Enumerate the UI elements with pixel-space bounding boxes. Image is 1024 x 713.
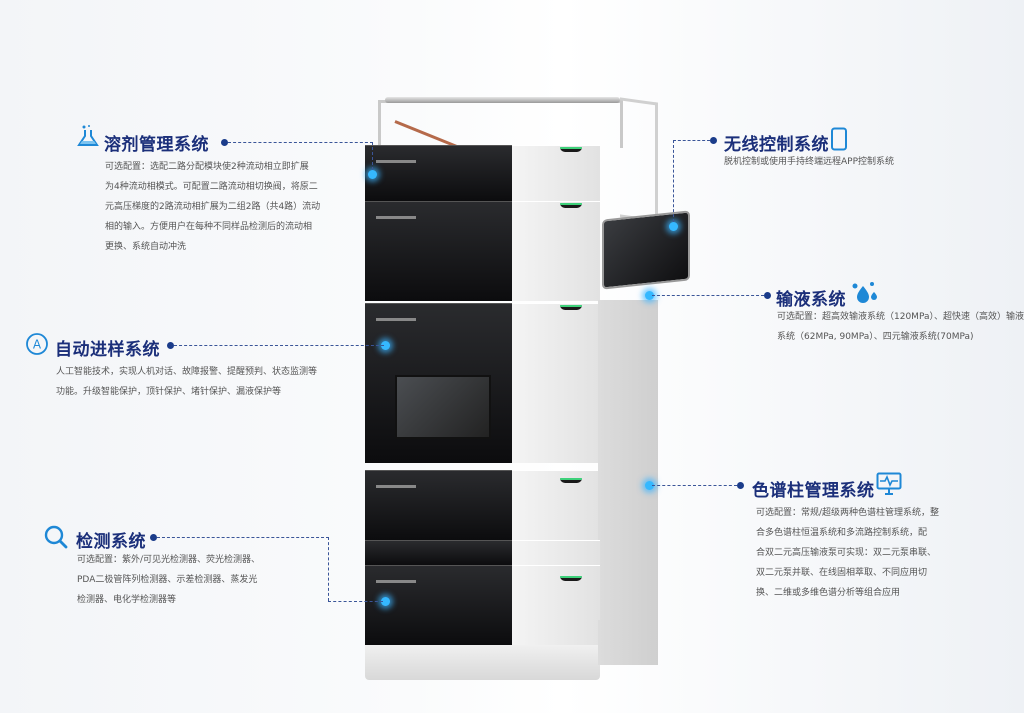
desc-line: 合多色谱柱恒温系统和多流路控制系统，配: [756, 528, 928, 538]
instrument-base: [365, 645, 600, 680]
desc-line: 换、二维或多维色谱分析等组合应用: [756, 588, 901, 598]
desc-line: 元高压梯度的2路流动相扩展为二组2路（共4路）流动: [105, 202, 321, 212]
connector-line: [174, 345, 384, 346]
indicator-led: [669, 222, 678, 231]
connector-line: [652, 485, 737, 486]
brand-logo: [376, 318, 416, 321]
autosampler-description: 人工智能技术，实现人机对话、故障报警、提醒预判、状态监测等 功能。升级智能保护，…: [56, 362, 317, 402]
brand-logo: [376, 216, 416, 219]
column-title: 色谱柱管理系统: [752, 481, 875, 501]
letter-a-icon: A: [25, 332, 49, 360]
desc-line: 功能。升级智能保护，顶针保护、堵针保护、漏液保护等: [56, 387, 282, 397]
desc-line: 合双二元高压输液泵可实现：双二元泵串联、: [756, 548, 937, 558]
monitor-pulse-icon: [876, 472, 902, 500]
svg-text:A: A: [33, 338, 42, 352]
wireless-description: 脱机控制或使用手持终端远程APP控制系统: [724, 152, 894, 172]
desc-line: 更换、系统自动冲洗: [105, 242, 187, 252]
indicator-led: [381, 341, 390, 350]
detection-title: 检测系统: [76, 532, 146, 552]
module-4-lower: [365, 540, 515, 565]
desc-line: PDA二极管阵列检测器、示差检测器、蒸发光: [77, 575, 258, 585]
desc-line: 双二元泵并联、在线固相萃取、不同应用切: [756, 568, 928, 578]
connector-line: [652, 295, 764, 296]
connector-line: [328, 537, 329, 601]
search-icon: [43, 524, 69, 554]
top-frame: [378, 100, 623, 148]
status-led: [560, 305, 582, 310]
solvent-description: 可选配置：选配二路分配模块使2种流动相立即扩展 为4种流动相模式。可配置二路流动…: [105, 157, 320, 257]
desc-line: 可选配置：超高效输液系统（120MPa）、超快速（高效）输液: [777, 312, 1024, 322]
solvent-title: 溶剂管理系统: [104, 135, 209, 155]
connector-line: [228, 142, 373, 143]
autosampler-title: 自动进样系统: [55, 340, 160, 360]
status-led: [560, 147, 582, 152]
connector-line: [372, 142, 373, 170]
module-1-side: [512, 145, 600, 201]
desc-line: 检测器、电化学检测器等: [77, 595, 177, 605]
flask-icon: [76, 124, 100, 152]
module-4-side: [512, 470, 600, 540]
pump-description: 可选配置：超高效输液系统（120MPa）、超快速（高效）输液 系统（62MPa,…: [777, 307, 1024, 347]
desc-line: 相的输入。方便用户在每种不同样品检测后的流动相: [105, 222, 313, 232]
connector-dot: [221, 139, 228, 146]
brand-logo: [376, 485, 416, 488]
connector-dot: [150, 534, 157, 541]
module-2-side: [512, 201, 600, 301]
module-5-side: [512, 565, 600, 645]
connector-dot: [737, 482, 744, 489]
frame-right: [620, 97, 658, 223]
desc-line: 脱机控制或使用手持终端远程APP控制系统: [724, 157, 895, 167]
desc-line: 可选配置：常规/超级两种色谱柱管理系统，整: [756, 508, 940, 518]
indicator-led: [381, 597, 390, 606]
connector-line: [328, 601, 383, 602]
wireless-title: 无线控制系统: [724, 135, 829, 155]
indicator-led: [645, 481, 654, 490]
module-3-panel: [598, 300, 658, 460]
pump-title: 输液系统: [776, 290, 846, 310]
connector-line: [673, 140, 710, 141]
desc-line: 为4种流动相模式。可配置二路流动相切换阀，将原二: [105, 182, 318, 192]
module-5-front: [365, 565, 515, 645]
base-side: [598, 620, 658, 665]
tablet-icon: [830, 127, 848, 155]
top-rail: [385, 97, 620, 103]
status-led: [560, 203, 582, 208]
indicator-led: [645, 291, 654, 300]
brand-logo: [376, 160, 416, 163]
connector-line: [157, 537, 329, 538]
detection-description: 可选配置：紫外/可见光检测器、荧光检测器、 PDA二极管阵列检测器、示差检测器、…: [77, 550, 260, 610]
status-led: [560, 478, 582, 483]
connector-dot: [764, 292, 771, 299]
column-description: 可选配置：常规/超级两种色谱柱管理系统，整 合多色谱柱恒温系统和多流路控制系统，…: [756, 503, 939, 603]
indicator-led: [368, 170, 377, 179]
desc-line: 人工智能技术，实现人机对话、故障报警、提醒预判、状态监测等: [56, 367, 318, 377]
control-tablet[interactable]: [602, 210, 690, 290]
sample-window: [395, 375, 491, 439]
connector-line: [673, 140, 674, 222]
connector-dot: [710, 137, 717, 144]
brand-logo: [376, 580, 416, 583]
connector-dot: [167, 342, 174, 349]
desc-line: 系统（62MPa, 90MPa）、四元输液系统(70MPa): [777, 332, 974, 342]
desc-line: 可选配置：紫外/可见光检测器、荧光检测器、: [77, 555, 261, 565]
module-3-side: [512, 303, 600, 463]
module-4-lower-side: [512, 540, 600, 565]
status-led: [560, 576, 582, 581]
desc-line: 可选配置：选配二路分配模块使2种流动相立即扩展: [105, 162, 309, 172]
module-1-front: [365, 145, 515, 201]
module-4-front: [365, 470, 515, 540]
droplets-icon: [850, 280, 880, 310]
